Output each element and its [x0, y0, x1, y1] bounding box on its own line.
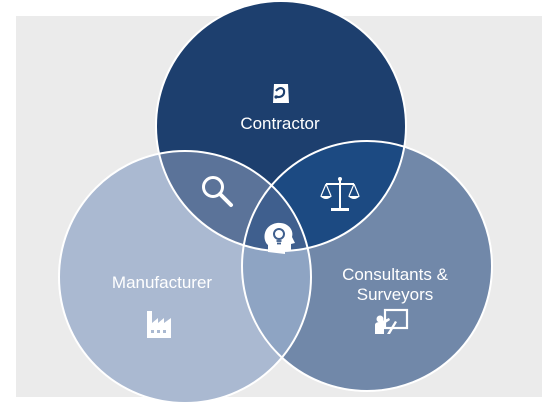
- head-lightbulb-icon: [264, 222, 295, 254]
- contractor-manufacturer-overlap: [156, 151, 311, 251]
- magnifying-glass-icon: [202, 176, 233, 207]
- balance-scale-icon: [320, 177, 360, 211]
- consultants-label: Consultants & Surveyors: [342, 265, 448, 304]
- factory-icon: [147, 311, 171, 338]
- paint-bucket-icon: [273, 84, 289, 103]
- contractor-label: Contractor: [240, 114, 320, 133]
- contractor-consultants-overlap: [242, 141, 406, 251]
- manufacturer-label: Manufacturer: [111, 273, 213, 292]
- presentation-board-icon: [375, 308, 409, 334]
